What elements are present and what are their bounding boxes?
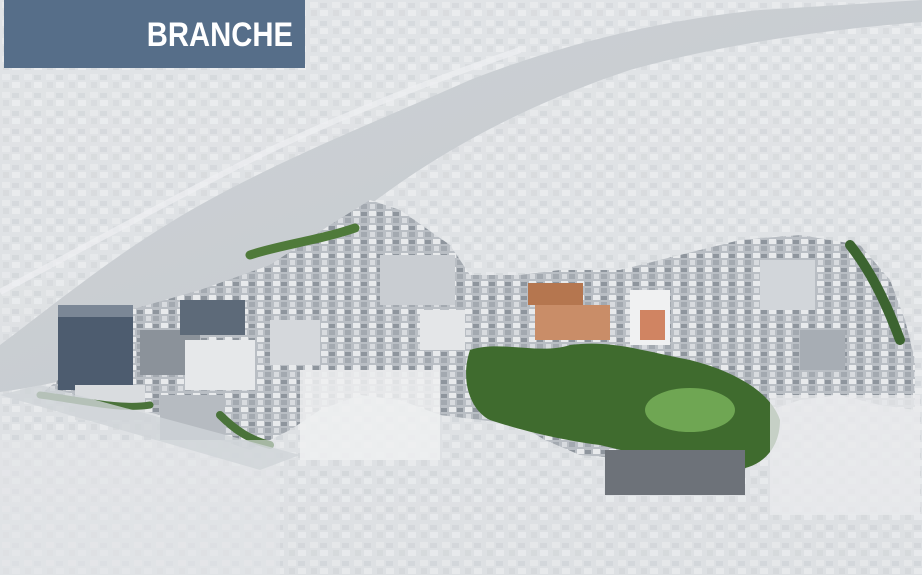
- parking-area: [605, 450, 745, 495]
- park-lawn: [645, 388, 735, 432]
- section-label: BRANCHE: [146, 16, 293, 54]
- tree-line-east: [845, 240, 905, 345]
- riverbank-left: [0, 47, 521, 295]
- brown-rooftop: [528, 283, 583, 305]
- tower-building: [58, 305, 133, 390]
- rail-tracks: [0, 385, 300, 470]
- park-trees: [466, 343, 780, 470]
- section-label-box: BRANCHE: [4, 0, 305, 68]
- tree-line-river: [245, 223, 360, 260]
